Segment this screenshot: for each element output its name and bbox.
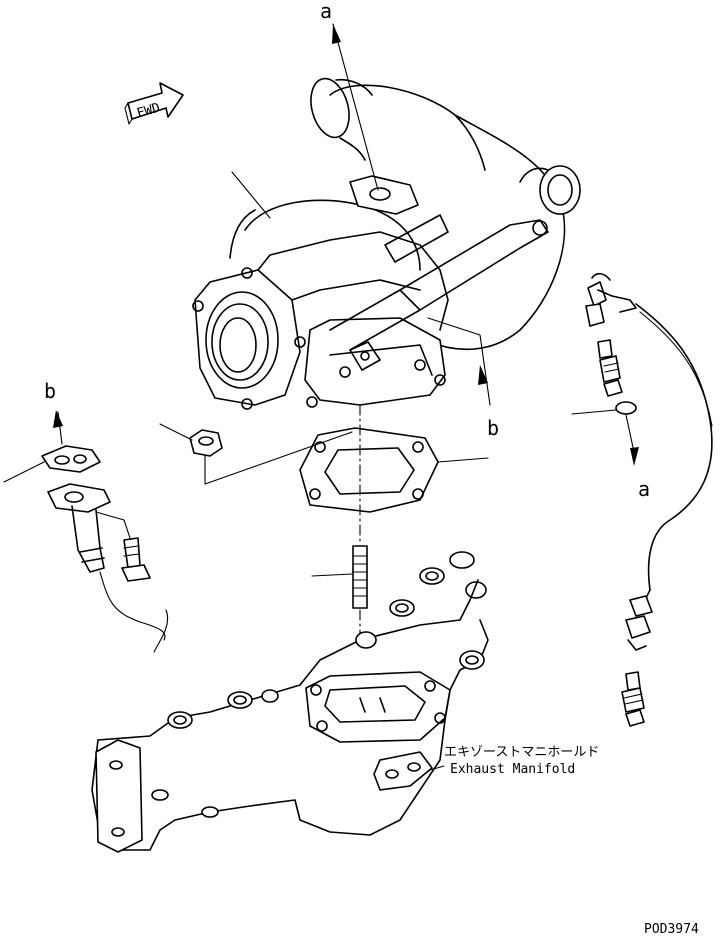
leader-b-right: [427, 317, 491, 406]
leader-b-left: [53, 410, 63, 445]
turbocharger: [192, 77, 581, 410]
manifold-label-jp: エキゾーストマニホールド: [444, 745, 599, 760]
oil-drain-pipe: [47, 483, 169, 653]
leader-a-top: [332, 23, 379, 191]
sensor-cable: [625, 303, 713, 651]
stud-bolt: [311, 545, 368, 651]
sensor-plug-lower: [621, 671, 645, 727]
flange-nut: [159, 423, 353, 485]
callout-b-right: b: [487, 416, 499, 440]
washer: [571, 401, 637, 415]
callout-a-right: a: [638, 477, 650, 501]
fwd-arrow-icon: FWD: [124, 82, 184, 125]
oil-drain-gasket: [3, 445, 101, 483]
fwd-label: FWD: [135, 101, 162, 122]
callout-a-top: a: [320, 0, 332, 23]
manifold-label-en: Exhaust Manifold: [450, 762, 575, 777]
sensor-connector-top: [585, 272, 637, 327]
leader-a-right: [625, 414, 639, 466]
leader-turbo: [231, 171, 271, 219]
turbo-gasket: [299, 427, 489, 513]
callout-b-left: b: [44, 379, 56, 403]
exhaust-manifold: [91, 551, 489, 853]
sensor-plug-upper: [597, 339, 623, 397]
drawing-id: POD3974: [644, 922, 699, 937]
